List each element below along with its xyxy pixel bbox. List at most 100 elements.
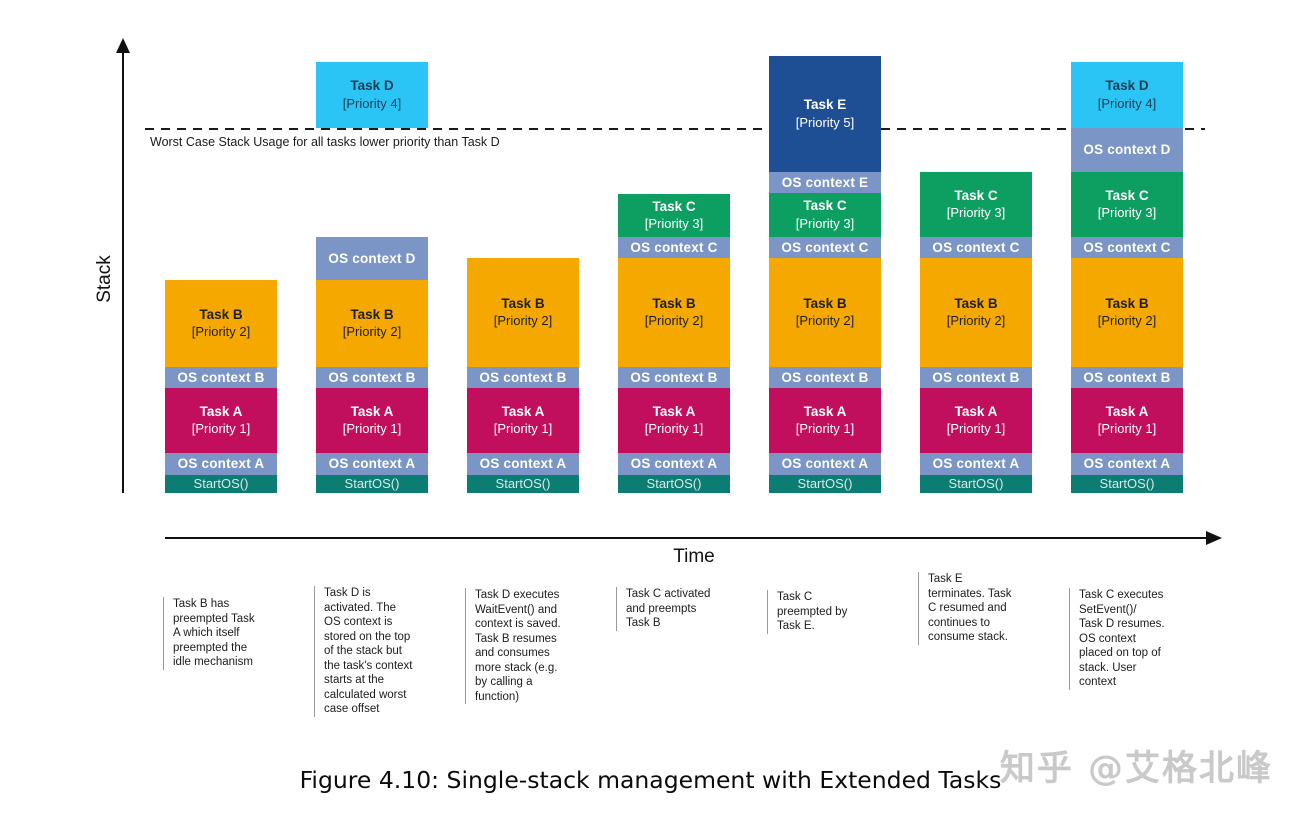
worst-case-label: Worst Case Stack Usage for all tasks low… (150, 135, 500, 149)
segment-label: [Priority 3] (644, 216, 704, 232)
segment-label: StartOS() (797, 475, 853, 491)
segment-task-c: Task C[Priority 3] (769, 193, 881, 237)
segment-label: Task B (652, 295, 696, 311)
segment-task-e: Task E[Priority 5] (769, 56, 881, 172)
segment-label: StartOS() (646, 475, 702, 491)
column-annotation: Task E terminates. Task C resumed and co… (918, 572, 1038, 645)
segment-os-context-a: OS context A (769, 453, 881, 475)
segment-label: [Priority 2] (1097, 313, 1157, 329)
segment-task-b: Task B[Priority 2] (1071, 258, 1183, 367)
segment-os-context-d: OS context D (1071, 128, 1183, 172)
segment-os-context-b: OS context B (165, 367, 277, 388)
segment-os-context-b: OS context B (769, 367, 881, 388)
segment-os-context-a: OS context A (316, 453, 428, 475)
segment-label: Task C (954, 187, 998, 203)
segment-label: Task C (1105, 187, 1149, 203)
segment-os-context-a: OS context A (467, 453, 579, 475)
segment-task-b: Task B[Priority 2] (467, 258, 579, 367)
segment-os-context-c: OS context C (769, 237, 881, 258)
segment-startos: StartOS() (165, 475, 277, 493)
segment-label: OS context D (1083, 142, 1171, 158)
segment-label: [Priority 1] (946, 421, 1006, 437)
segment-startos: StartOS() (1071, 475, 1183, 493)
column-annotation: Task C executes SetEvent()/ Task D resum… (1069, 588, 1189, 690)
segment-task-a: Task A [Priority 1] (1071, 388, 1183, 453)
segment-label: OS context A (781, 456, 869, 472)
segment-task-c: Task C [Priority 3] (618, 194, 730, 237)
segment-label: OS context B (781, 369, 869, 385)
column-annotation: Task C activated and preempts Task B (616, 587, 736, 631)
y-axis-arrow-icon (116, 38, 130, 53)
segment-os-context-e: OS context E (769, 172, 881, 193)
segment-label: OS context A (328, 456, 416, 472)
segment-os-context-c: OS context C (1071, 237, 1183, 258)
segment-label: [Priority 2] (946, 313, 1006, 329)
segment-label: OS context A (630, 456, 718, 472)
segment-task-b: Task B[Priority 2] (920, 258, 1032, 367)
segment-label: OS context C (781, 239, 869, 255)
watermark: 知乎 @艾格北峰 (999, 749, 1273, 789)
segment-os-context-b: OS context B (316, 367, 428, 388)
segment-os-context-a: OS context A (618, 453, 730, 475)
segment-label: OS context B (630, 369, 718, 385)
segment-label: [Priority 1] (493, 421, 553, 437)
segment-label: OS context D (328, 250, 416, 266)
worst-case-dashed-line (145, 128, 1205, 130)
segment-label: Task C (652, 198, 696, 214)
segment-label: Task A (1105, 403, 1149, 419)
segment-label: Task A (350, 403, 394, 419)
segment-label: [Priority 4] (1097, 95, 1157, 111)
segment-os-context-b: OS context B (920, 367, 1032, 388)
segment-label: [Priority 2] (191, 324, 251, 340)
segment-label: [Priority 3] (795, 215, 855, 231)
segment-task-a: Task A[Priority 1] (769, 388, 881, 453)
segment-label: [Priority 1] (191, 421, 251, 437)
segment-label: OS context B (932, 369, 1020, 385)
y-axis-line (122, 48, 124, 493)
segment-os-context-b: OS context B (1071, 367, 1183, 388)
segment-os-context-d: OS context D (316, 237, 428, 280)
segment-label: Task B (199, 306, 243, 322)
column-annotation: Task D is activated. The OS context is s… (314, 586, 434, 717)
x-axis-arrow-icon (1206, 531, 1222, 545)
segment-label: Task B (803, 295, 847, 311)
segment-label: [Priority 2] (493, 313, 553, 329)
segment-os-context-b: OS context B (467, 367, 579, 388)
segment-label: [Priority 4] (342, 95, 402, 111)
segment-task-d: Task D[Priority 4] (1071, 62, 1183, 128)
segment-label: [Priority 5] (795, 114, 855, 130)
segment-label: [Priority 2] (342, 324, 402, 340)
segment-startos: StartOS() (769, 475, 881, 493)
segment-task-a: Task A[Priority 1] (165, 388, 277, 453)
segment-label: Task A (803, 403, 847, 419)
segment-label: Task A (501, 403, 545, 419)
segment-label: [Priority 3] (946, 205, 1006, 221)
segment-label: Task A (652, 403, 696, 419)
segment-task-b: Task B [Priority 2] (165, 280, 277, 367)
column-annotation: Task B has preempted Task A which itself… (163, 597, 283, 670)
segment-label: OS context A (177, 456, 265, 472)
segment-task-b: Task B[Priority 2] (316, 280, 428, 367)
segment-label: OS context C (630, 239, 718, 255)
segment-task-b: Task B[Priority 2] (769, 258, 881, 367)
segment-task-a: Task A[Priority 1] (316, 388, 428, 453)
segment-label: [Priority 3] (1097, 205, 1157, 221)
segment-label: [Priority 2] (644, 313, 704, 329)
column-annotation: Task D executes WaitEvent() and context … (465, 588, 585, 704)
segment-label: OS context E (781, 174, 869, 190)
segment-startos: StartOS() (316, 475, 428, 493)
segment-label: OS context A (479, 456, 567, 472)
segment-task-a: Task A [Priority 1] (920, 388, 1032, 453)
segment-label: [Priority 1] (1097, 421, 1157, 437)
figure-caption: Figure 4.10: Single-stack management wit… (299, 766, 1002, 794)
segment-os-context-a: OS context A (1071, 453, 1183, 475)
segment-label: OS context C (1083, 239, 1171, 255)
segment-label: OS context A (932, 456, 1020, 472)
segment-label: StartOS() (344, 475, 400, 491)
segment-label: Task D (350, 78, 394, 94)
segment-os-context-c: OS context C (920, 237, 1032, 258)
segment-label: Task A (954, 403, 998, 419)
segment-label: StartOS() (1099, 475, 1155, 491)
segment-label: StartOS() (495, 475, 551, 491)
segment-label: OS context B (328, 369, 416, 385)
